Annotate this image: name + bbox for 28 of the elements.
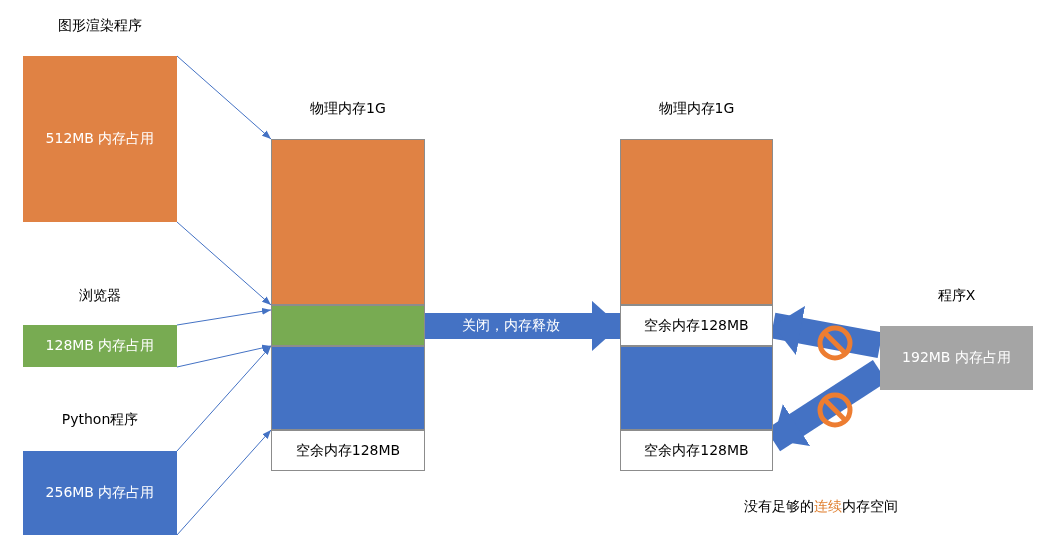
free-memory-segment: 空余内存128MB [620,305,773,346]
program-name: 浏览器 [79,287,121,305]
memory-usage-block: 512MB 内存占用 [23,56,177,222]
memory-usage-block: 128MB 内存占用 [23,325,177,367]
block-arrow [425,300,620,351]
arrow [176,344,272,368]
arrow [176,307,272,326]
arrow [176,429,272,536]
used-memory-segment [620,346,773,430]
free-memory-segment: 空余内存128MB [271,430,425,471]
note-text: 没有足够的连续内存空间 [744,498,898,516]
memory-title: 物理内存1G [310,100,386,118]
arrow [176,55,272,140]
arrow [176,221,272,306]
used-memory-segment [271,305,425,346]
memory-usage-block: 192MB 内存占用 [880,326,1033,390]
program-name: 图形渲染程序 [58,17,142,35]
arrow-label: 关闭，内存释放 [461,316,560,335]
program-name: 程序X [937,287,976,305]
used-memory-segment [620,139,773,305]
free-memory-segment: 空余内存128MB [620,430,773,471]
block-arrow [770,306,883,358]
memory-title: 物理内存1G [658,100,735,118]
used-memory-segment [271,139,425,305]
memory-usage-block: 256MB 内存占用 [23,451,177,535]
used-memory-segment [271,346,425,430]
arrow [176,345,272,452]
program-name: Python程序 [61,411,139,429]
